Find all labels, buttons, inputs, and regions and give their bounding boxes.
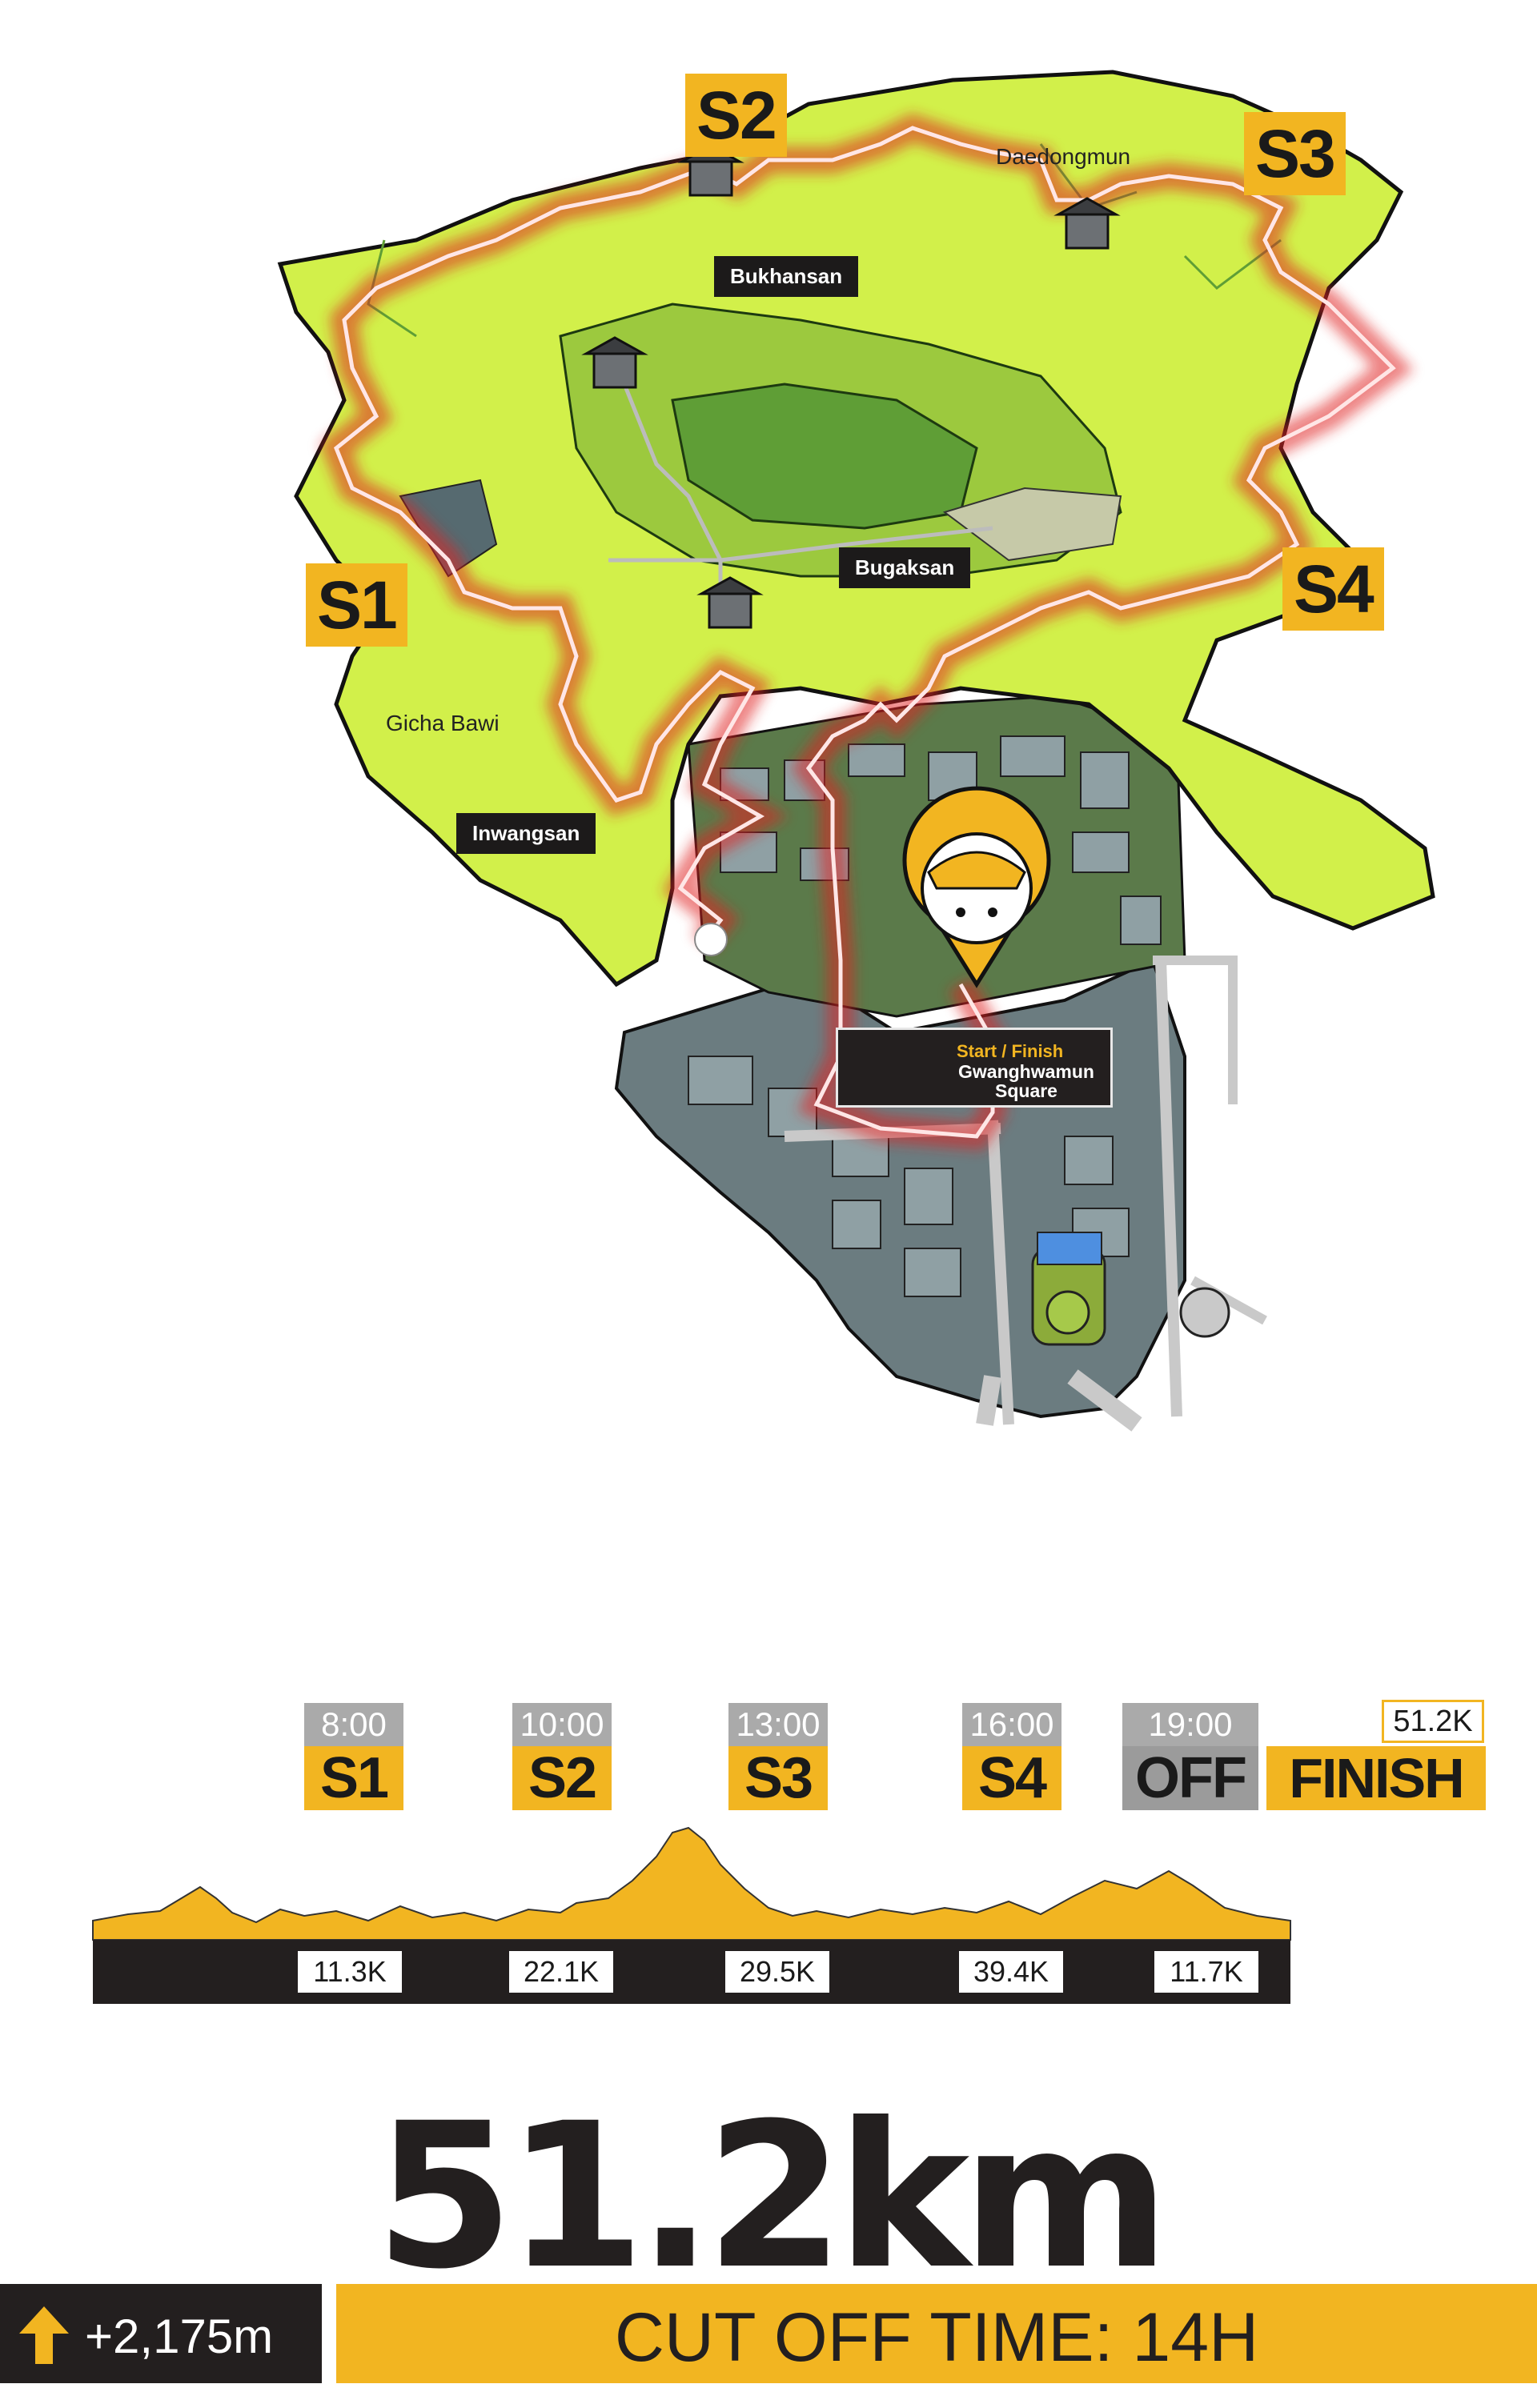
stage-marker-s4: S4 [1282,547,1384,631]
segment-distance: 11.7K [1154,1951,1258,1993]
segment-distance: 39.4K [959,1951,1063,1993]
segment-distance: 11.3K [298,1951,402,1993]
elevation-gain: +2,175m [85,2310,274,2363]
segment-distance: 29.5K [725,1951,829,1993]
route [319,113,1414,1151]
checkpoint-label: OFF [1122,1746,1258,1810]
label-daedongmun: Daedongmun [996,144,1131,169]
start-finish-label: Start / Finish Gwanghwamun Square [836,1028,1113,1108]
label-bugaksan: Bugaksan [839,547,971,588]
course-map: S1 S2 S3 S4 Bukhansan Daedongmun Bugaksa… [277,70,1435,1432]
elevation-gain-box: +2,175m [0,2284,322,2383]
checkpoint-time: 16:00 [962,1703,1061,1746]
finish-label: FINISH [1266,1746,1486,1810]
stage-marker-s2: S2 [685,74,787,157]
segment-distance: 22.1K [509,1951,613,1993]
start-finish-caption: Start / Finish [957,1041,1064,1061]
arrow-up-icon [19,2306,69,2364]
checkpoint-label: S2 [512,1746,612,1810]
label-gicha-bawi: Gicha Bawi [386,711,500,735]
start-finish-name: Gwanghwamun Square [958,1061,1094,1102]
cutoff-time: CUT OFF TIME: 14H [614,2299,1259,2376]
fortress-gate-icon [581,144,1121,629]
checkpoint-label: S4 [962,1746,1061,1810]
checkpoint-time: 8:00 [304,1703,403,1746]
checkpoint-time: 10:00 [512,1703,612,1746]
label-inwangsan: Inwangsan [456,813,596,854]
stage-marker-s1: S1 [306,563,407,647]
stage-marker-s3: S3 [1244,112,1346,195]
checkpoint-time: 13:00 [728,1703,828,1746]
checkpoint-time: 19:00 [1122,1703,1258,1746]
label-bukhansan: Bukhansan [714,256,859,297]
finish-distance: 51.2K [1382,1700,1484,1743]
cutoff-time-box: CUT OFF TIME: 14H [336,2284,1537,2383]
checkpoint-label: S1 [304,1746,403,1810]
checkpoint-label: S3 [728,1746,828,1810]
elevation-profile [92,1826,1291,1941]
mascot-pin-icon [902,786,1051,988]
map-illustration [277,70,1435,1432]
total-distance: 51.2km [375,2080,1170,2313]
segment-bar [93,1940,1290,2004]
